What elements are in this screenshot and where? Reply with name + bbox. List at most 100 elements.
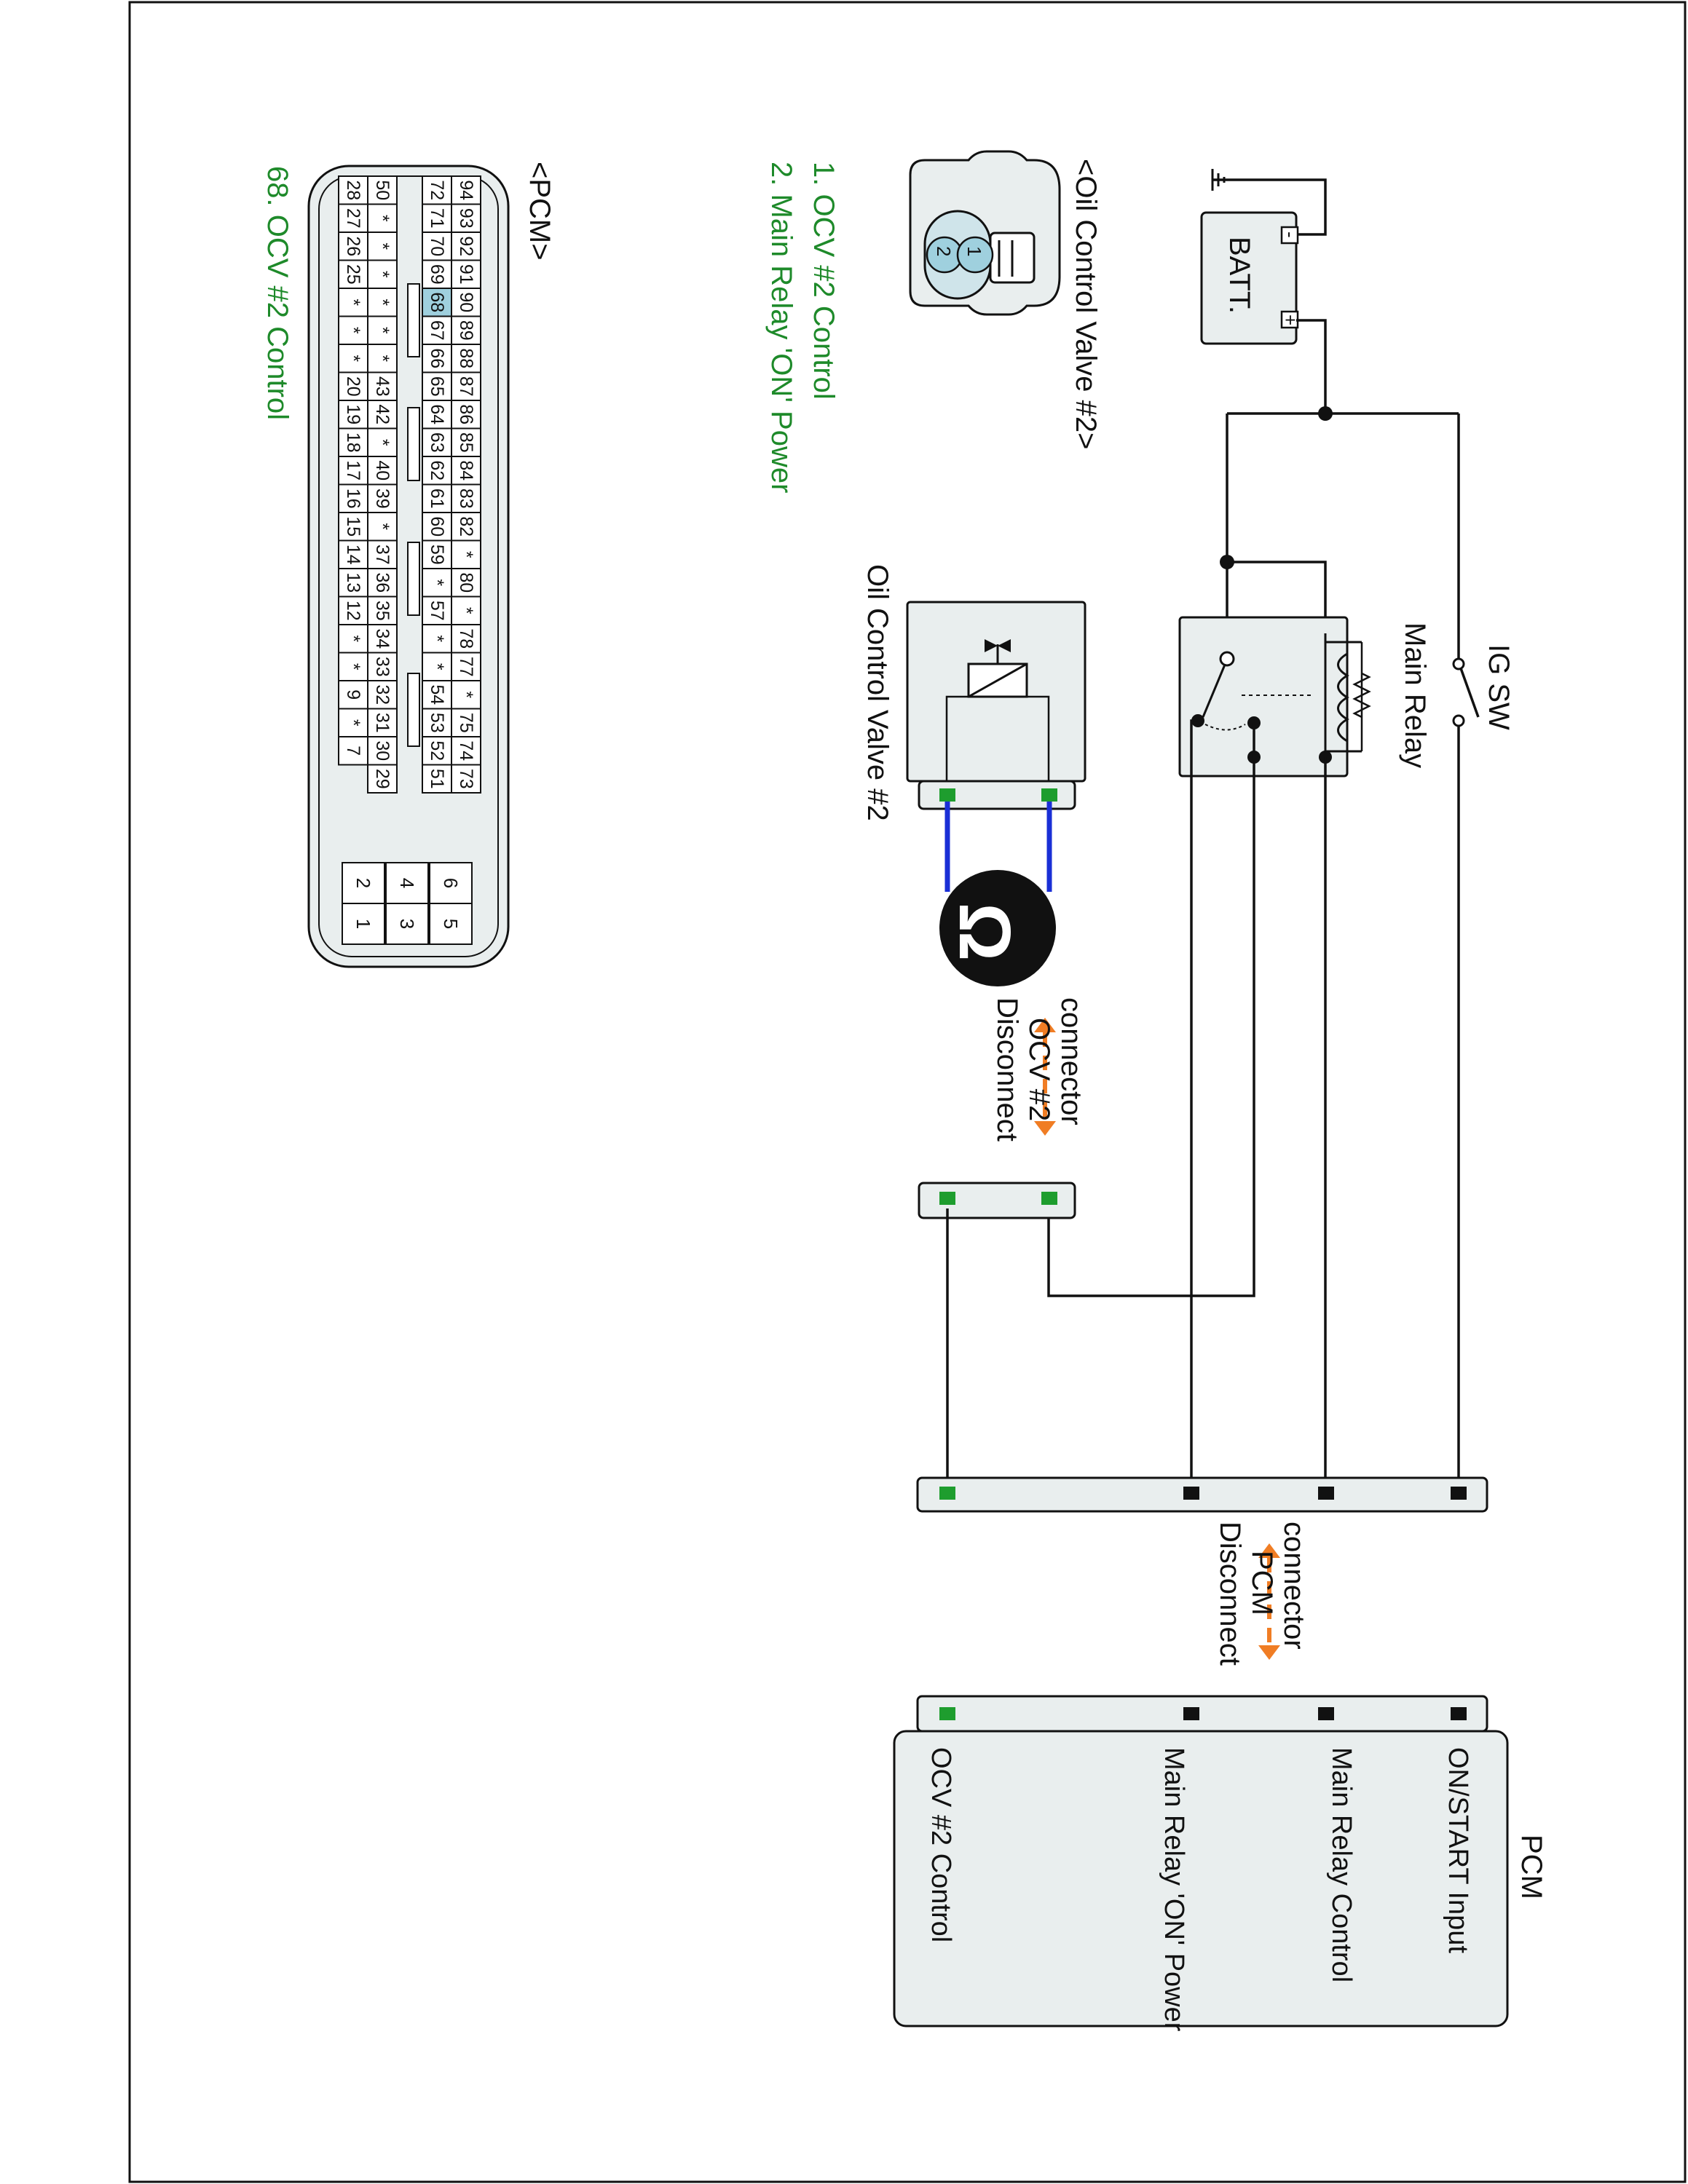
pcm-pin-unused: * bbox=[343, 355, 363, 362]
pcm-pin-37: 37 bbox=[372, 545, 393, 565]
ocv-pin-2: 2 bbox=[933, 246, 955, 256]
pcm-pin-cell bbox=[422, 371, 452, 401]
pcm-pin-74: 74 bbox=[456, 740, 476, 761]
pcm-small-pin-2: 2 bbox=[352, 878, 374, 888]
pcm-pin-cell bbox=[422, 400, 452, 430]
ocv-harness-connector bbox=[918, 1182, 1076, 1219]
pcm-small-pin-1: 1 bbox=[352, 919, 374, 929]
pcm-connector-title: <PCM> bbox=[524, 162, 556, 261]
ohmmeter-icon: Ω bbox=[939, 870, 1056, 986]
pcm-pin-cell bbox=[367, 371, 398, 401]
pcm-harness-connector bbox=[916, 1476, 1488, 1513]
pcm-small-pin-cell bbox=[342, 862, 385, 904]
pcm-pin-cell bbox=[451, 175, 481, 205]
pcm-pin-59: 59 bbox=[427, 545, 447, 565]
pcm-pin-65: 65 bbox=[427, 376, 447, 397]
pcm-pin-cell bbox=[338, 596, 368, 625]
pcm-pin-grid: 94939291908988878685848382*80*7877*75747… bbox=[338, 175, 481, 794]
pcm-pin-ocv2-control: OCV #2 Control bbox=[926, 1747, 956, 1942]
pcm-pin-35: 35 bbox=[372, 601, 393, 621]
pcm-pin-cell bbox=[422, 232, 452, 261]
pcm-key-slot bbox=[407, 283, 420, 357]
pcm-pin-unused: * bbox=[343, 298, 363, 306]
pcm-pin-unused: * bbox=[343, 663, 363, 670]
pcm-key-slot bbox=[407, 673, 420, 747]
pcm-pin-unused: * bbox=[372, 523, 393, 530]
pcm-small-pin-6: 6 bbox=[440, 878, 462, 888]
pcm-pin-cell bbox=[338, 568, 368, 598]
pcm-pin-cell bbox=[338, 371, 368, 401]
pcm-pin-43: 43 bbox=[372, 376, 393, 397]
pcm-pin-unused: * bbox=[372, 439, 393, 446]
pcm-pin-68: 68 bbox=[427, 292, 447, 312]
ocv-connector-title: <Oil Control Valve #2> bbox=[1070, 159, 1102, 449]
pcm-small-pin-4: 4 bbox=[396, 878, 418, 888]
pcm-title: PCM bbox=[1515, 1835, 1547, 1899]
pcm-pin-13: 13 bbox=[343, 572, 363, 593]
battery: BATT. - + bbox=[1200, 211, 1301, 345]
pcm-pin-unused: * bbox=[456, 607, 476, 614]
pcm-pin-unused: * bbox=[343, 635, 363, 642]
pcm-pin-25: 25 bbox=[343, 264, 363, 285]
pcm-pin-unused: * bbox=[427, 635, 447, 642]
pcm-pin-cell bbox=[367, 483, 398, 513]
pcm-pin-42: 42 bbox=[372, 404, 393, 424]
oil-control-valve: Oil Control Valve #2 bbox=[861, 564, 1086, 821]
pcm-pin-70: 70 bbox=[427, 236, 447, 256]
pcm-pin-16: 16 bbox=[343, 488, 363, 509]
pcm-pin-31: 31 bbox=[372, 713, 393, 733]
disconnect-arrow-icon bbox=[1034, 1018, 1056, 1136]
pcm-pin-28: 28 bbox=[343, 180, 363, 200]
pcm-pin-33: 33 bbox=[372, 657, 393, 677]
pcm-pin-cell bbox=[367, 596, 398, 625]
pcm-pin-67: 67 bbox=[427, 320, 447, 341]
pcm-pin-89: 89 bbox=[456, 320, 476, 341]
pcm-pin-main-relay-on-power: Main Relay 'ON' Power bbox=[1159, 1747, 1189, 2032]
pcm-pin-19: 19 bbox=[343, 404, 363, 424]
pcm-pin-88: 88 bbox=[456, 348, 476, 368]
pcm-pin-63: 63 bbox=[427, 432, 447, 453]
pcm-pin-unused: * bbox=[372, 271, 393, 278]
pcm-pin-32: 32 bbox=[372, 684, 393, 705]
pcm-pin-unused: * bbox=[372, 327, 393, 334]
pcm-pin-cell bbox=[422, 288, 452, 317]
ocv-pin-1: 1 bbox=[963, 246, 985, 256]
pcm-pin-9: 9 bbox=[343, 689, 363, 700]
pcm-pin-unused: * bbox=[427, 663, 447, 670]
battery-plus-label: + bbox=[1279, 314, 1301, 325]
pcm-pin-54: 54 bbox=[427, 684, 447, 705]
pcm-pin-90: 90 bbox=[456, 292, 476, 312]
pcm-pin-cell bbox=[338, 512, 368, 542]
pcm-pin-cell bbox=[338, 315, 368, 345]
pcm-pin-unused: * bbox=[343, 327, 363, 334]
battery-minus-label: - bbox=[1279, 232, 1301, 238]
pcm-pin-unused: * bbox=[372, 242, 393, 250]
pcm-pin-80: 80 bbox=[456, 572, 476, 593]
pcm-pin-12: 12 bbox=[343, 601, 363, 621]
pcm-pin-83: 83 bbox=[456, 488, 476, 509]
pcm-pin-cell bbox=[422, 708, 452, 737]
pcm-pin-14: 14 bbox=[343, 545, 363, 565]
pcm-pin-92: 92 bbox=[456, 236, 476, 256]
pcm-pin-on-start-input: ON/START Input bbox=[1443, 1747, 1473, 1953]
pcm-pin-84: 84 bbox=[456, 460, 476, 480]
pcm-pin-unused: * bbox=[456, 691, 476, 698]
pcm-pin-cell bbox=[422, 736, 452, 766]
pcm-pin-unused: * bbox=[427, 579, 447, 586]
pcm-pin-unused: * bbox=[372, 355, 393, 362]
pcm-pin-86: 86 bbox=[456, 404, 476, 424]
ocv-label: Oil Control Valve #2 bbox=[861, 564, 894, 821]
ocv-connector-view: <Oil Control Valve #2> 2 1 1. OCV #2 Con… bbox=[765, 150, 1102, 493]
pcm-pin-cell bbox=[367, 708, 398, 737]
pcm-pin-66: 66 bbox=[427, 348, 447, 368]
pcm-pin-desc-68: 68. OCV #2 Control bbox=[261, 166, 293, 420]
pcm-pin-cell bbox=[338, 736, 368, 766]
pcm-pin-cell bbox=[338, 539, 368, 569]
pcm-pin-cell bbox=[338, 344, 368, 373]
pcm-pin-26: 26 bbox=[343, 236, 363, 256]
pcm-pin-unused: * bbox=[372, 298, 393, 306]
pcm-pin-73: 73 bbox=[456, 769, 476, 789]
disconnect-arrow-icon bbox=[1258, 1543, 1280, 1660]
pcm-pin-cell bbox=[422, 456, 452, 486]
